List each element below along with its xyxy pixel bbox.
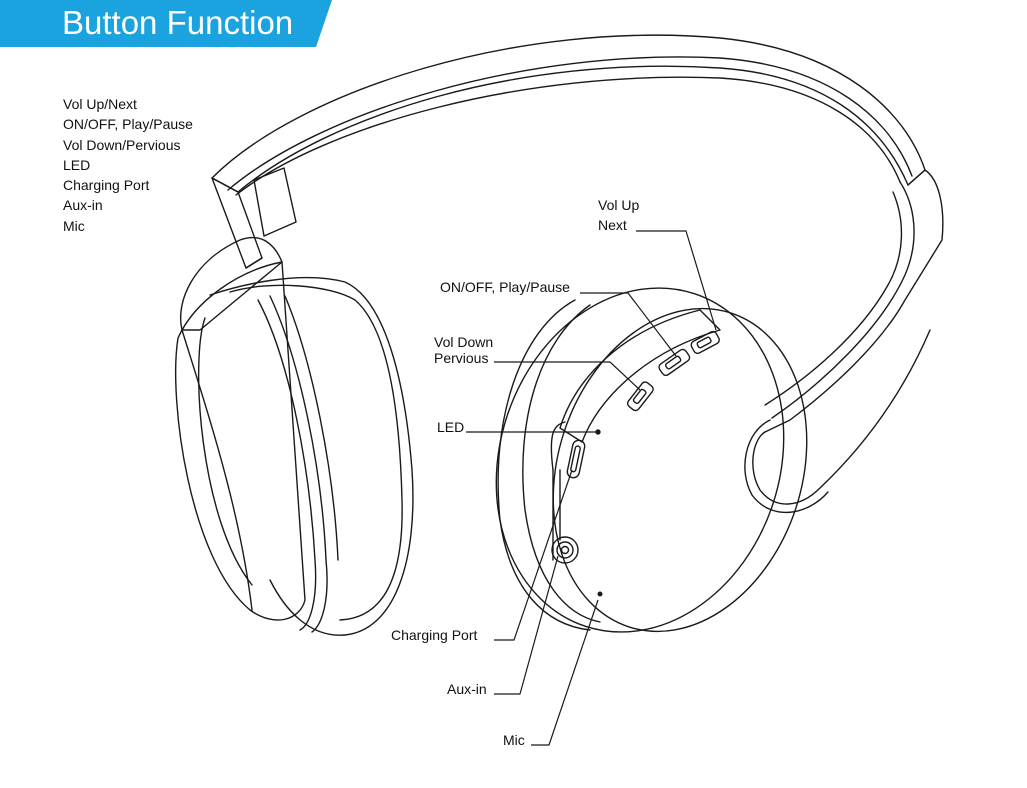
mic-hole [597, 591, 603, 597]
legend-item-aux-in: Aux-in [63, 197, 103, 214]
leader-lines [466, 230, 717, 746]
power-play-pause-button [658, 348, 691, 377]
leader-vol-up-next [636, 230, 717, 331]
callout-led: LED [437, 419, 465, 435]
vol-up-next-button [690, 330, 720, 355]
button-legend: Vol Up/Next ON/OFF, Play/Pause Vol Down/… [63, 94, 193, 236]
legend-item-charging-port: Charging Port [63, 177, 150, 194]
legend-item-mic: Mic [63, 217, 85, 234]
vol-down-pervious-button [626, 381, 654, 412]
callout-vol-up: Vol Up [598, 197, 640, 213]
page-title: Button Function [62, 4, 294, 41]
callout-mic: Mic [503, 732, 525, 748]
legend-item-vol-up-next: Vol Up/Next [63, 96, 137, 112]
left-ear-cup [174, 236, 414, 636]
callout-aux-in: Aux-in [447, 681, 487, 697]
callout-power: ON/OFF, Play/Pause [440, 279, 570, 295]
legend-item-led: LED [63, 156, 91, 173]
legend-item-power: ON/OFF, Play/Pause [63, 116, 193, 133]
aux-in-jack [551, 536, 579, 564]
headband [211, 34, 944, 514]
leader-charging-port [494, 469, 573, 641]
legend-item-vol-down: Vol Down/Pervious [63, 136, 181, 153]
callout-pervious: Pervious [434, 350, 489, 366]
leader-power [580, 292, 677, 357]
charging-port [566, 439, 586, 479]
control-buttons [551, 330, 720, 597]
right-ear-cup [495, 287, 808, 633]
callout-vol-down: Vol Down [434, 334, 494, 350]
callout-next: Next [598, 217, 627, 233]
led-indicator [595, 429, 601, 435]
leader-aux-in [494, 555, 559, 695]
callout-charging-port: Charging Port [391, 627, 478, 643]
leader-vol-down [494, 361, 641, 391]
leader-mic [531, 599, 599, 746]
title-banner [0, 0, 332, 47]
